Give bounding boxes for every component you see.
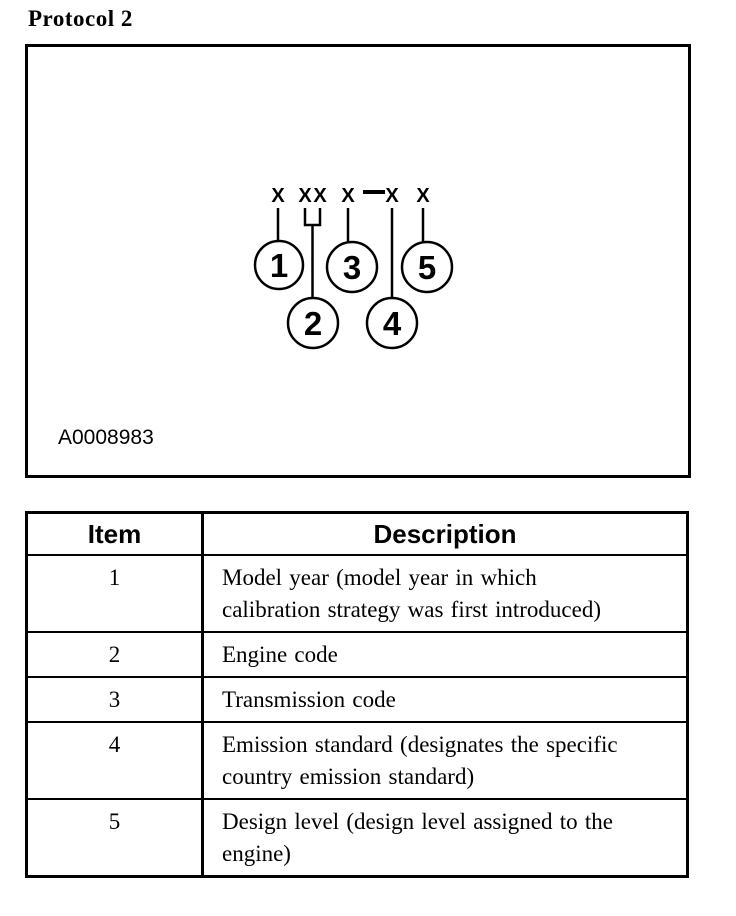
code-char-5: X [385, 185, 399, 207]
callout-circle-4 [365, 296, 419, 350]
code-char-1: X [271, 185, 285, 207]
table-row: 5 Design level (design level assigned to… [25, 798, 689, 878]
table-row: 3 Transmission code [25, 676, 689, 723]
callout-circle-2 [286, 296, 340, 350]
callout-circle-3 [325, 240, 379, 294]
item-number: 2 [25, 631, 204, 678]
callout-number-3: 3 [343, 249, 361, 286]
item-number: 3 [25, 676, 204, 723]
code-char-2: X [298, 185, 312, 207]
code-char-4: X [341, 185, 355, 207]
callout-circle-1 [253, 239, 305, 291]
item-description: Emission standard (designates the specif… [201, 721, 689, 800]
item-description: Transmission code [201, 676, 689, 723]
column-header-description: Description [201, 511, 689, 556]
table-row: 1 Model year (model year in which calibr… [25, 554, 689, 633]
code-format-diagram: X X X X X X 1 2 3 4 5 A0008983 [58, 185, 454, 449]
code-char-3: X [313, 185, 327, 207]
page-title: Protocol 2 [28, 6, 133, 31]
callout-number-5: 5 [418, 249, 436, 286]
code-char-6: X [416, 185, 430, 207]
callout-number-1: 1 [270, 247, 288, 284]
callout-number-2: 2 [304, 305, 322, 342]
item-description: Engine code [201, 631, 689, 678]
item-description: Design level (design level assigned to t… [201, 798, 689, 878]
figure-box: X X X X X X 1 2 3 4 5 A0008983 [25, 44, 691, 478]
item-number: 1 [25, 554, 204, 633]
column-header-item: Item [25, 511, 204, 556]
callout-number-4: 4 [383, 305, 402, 342]
item-description-table: Item Description 1 Model year (model yea… [25, 511, 689, 878]
item-number: 4 [25, 721, 204, 800]
table-header-row: Item Description [25, 511, 689, 556]
table-row: 2 Engine code [25, 631, 689, 678]
item-number: 5 [25, 798, 204, 878]
leader-bracket-2 [303, 208, 322, 227]
item-description: Model year (model year in which calibrat… [201, 554, 689, 633]
figure-id-label: A0008983 [58, 426, 154, 449]
callout-circle-5 [400, 240, 454, 294]
table-row: 4 Emission standard (designates the spec… [25, 721, 689, 800]
